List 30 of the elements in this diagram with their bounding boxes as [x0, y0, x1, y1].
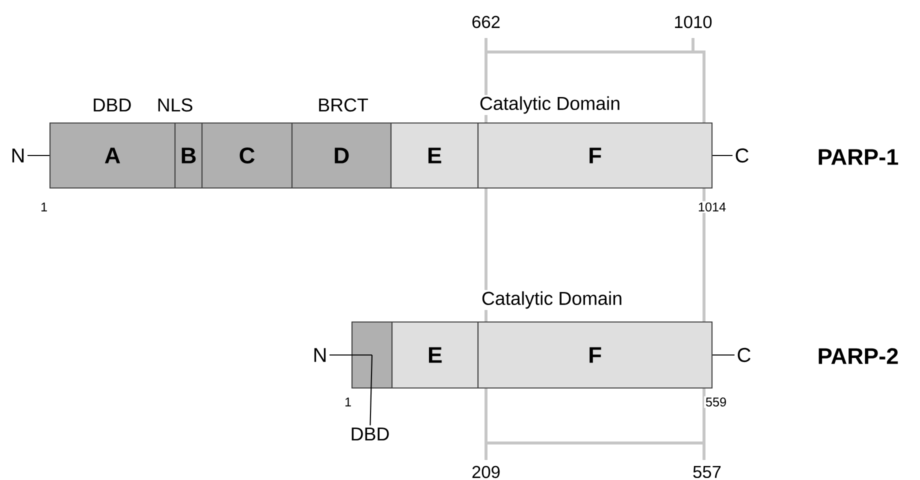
domain-box — [351, 321, 393, 389]
position-number: 1 — [343, 396, 353, 408]
position-number: 209 — [470, 464, 502, 480]
position-number: 1 — [39, 201, 49, 213]
protein-name: PARP-1 — [816, 148, 900, 166]
leader-line — [330, 354, 372, 356]
terminus-line — [712, 154, 733, 156]
terminus-label: N — [12, 148, 24, 162]
terminus-line — [28, 154, 50, 156]
protein-name: PARP-2 — [816, 346, 900, 366]
leader-line — [370, 355, 373, 426]
domain-box: B — [174, 122, 203, 189]
domain-box: E — [390, 122, 479, 189]
position-number: 1010 — [672, 14, 714, 30]
position-number: 1014 — [696, 201, 728, 213]
position-number: 557 — [691, 464, 723, 480]
domain-label: Catalytic Domain — [480, 290, 624, 310]
terminus-label: C — [738, 348, 750, 362]
domain-label: BRCT — [316, 97, 370, 113]
domain-label: Catalytic Domain — [478, 94, 622, 116]
terminus-line — [712, 354, 735, 356]
domain-box: E — [391, 321, 479, 389]
domain-label: NLS — [156, 97, 194, 113]
domain-label: DBD — [352, 428, 389, 440]
position-number: 662 — [470, 14, 502, 30]
terminus-label: N — [314, 348, 326, 362]
domain-box: D — [291, 122, 392, 189]
position-number: 559 — [704, 396, 728, 408]
terminus-label: C — [736, 148, 748, 163]
domain-label: DBD — [90, 97, 134, 113]
